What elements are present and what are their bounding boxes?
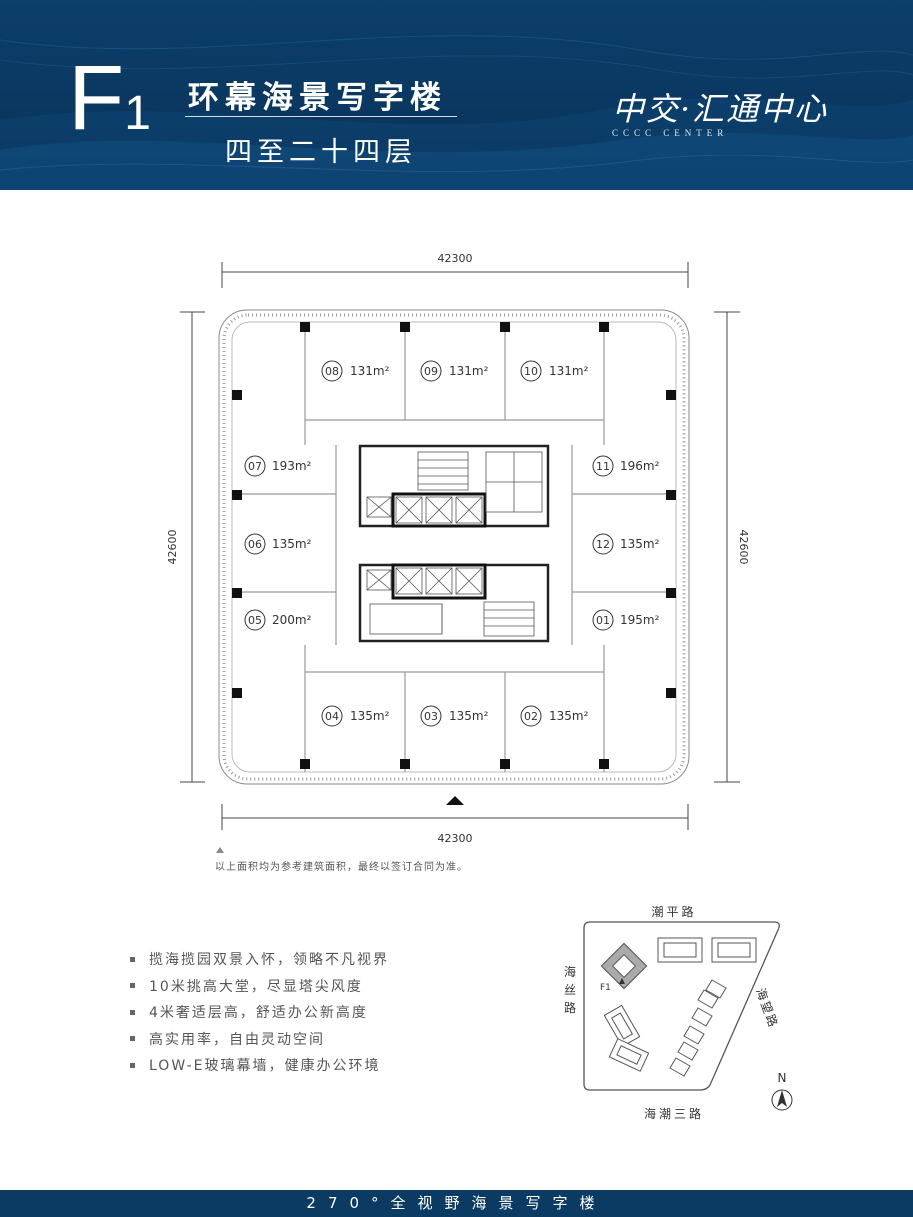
road-left-label: 海丝路 xyxy=(564,964,576,1015)
svg-text:196m²: 196m² xyxy=(620,459,660,473)
svg-text:135m²: 135m² xyxy=(272,537,312,551)
site-buildings xyxy=(600,937,757,1077)
title-divider xyxy=(185,116,457,117)
svg-text:07: 07 xyxy=(248,460,262,473)
svg-text:131m²: 131m² xyxy=(549,364,589,378)
feature-item: 高实用率，自由灵动空间 xyxy=(130,1026,389,1053)
inner-edge xyxy=(231,321,677,773)
feature-item: 揽海揽园双景入怀，领略不凡视界 xyxy=(130,946,389,973)
svg-text:131m²: 131m² xyxy=(350,364,390,378)
page-subtitle: 四至二十四层 xyxy=(225,137,417,168)
page-title: 环幕海景写字楼 xyxy=(188,80,447,116)
floor-code: F1 xyxy=(68,47,151,149)
entrance-arrow-icon xyxy=(446,796,464,805)
unit-08: 08 131m² xyxy=(321,360,390,382)
svg-text:200m²: 200m² xyxy=(272,613,312,627)
floor-plan: 42300 42300 42600 42600 xyxy=(166,252,750,853)
outer-wall xyxy=(218,309,690,785)
svg-text:135m²: 135m² xyxy=(549,709,589,723)
unit-09: 09 131m² xyxy=(420,360,489,382)
unit-05: 05 200m² xyxy=(244,609,312,631)
bullet-icon xyxy=(130,1009,135,1015)
unit-10: 10 131m² xyxy=(520,360,589,382)
brand-logo: 中交·汇通中心 xyxy=(612,90,829,128)
dim-top: 42300 xyxy=(438,252,473,265)
building-marker-icon xyxy=(619,978,625,984)
north-arrow-icon xyxy=(771,1089,793,1111)
header-banner: F1 环幕海景写字楼 四至二十四层 中交·汇通中心 CCCC CENTER xyxy=(0,0,913,190)
bullet-icon xyxy=(130,956,135,962)
bullet-icon xyxy=(130,1036,135,1042)
svg-text:10: 10 xyxy=(524,365,538,378)
brand-subtitle: CCCC CENTER xyxy=(612,128,729,138)
footer-banner: 270°全视野海景写字楼 xyxy=(0,1190,913,1217)
svg-text:131m²: 131m² xyxy=(449,364,489,378)
dimension-lines xyxy=(180,262,740,830)
site-map: 潮平路 海丝路 海潮三路 海望路 F1 N xyxy=(564,904,793,1121)
road-right-label: 海望路 xyxy=(753,986,781,1031)
unit-07: 07 193m² xyxy=(244,455,312,477)
structural-columns xyxy=(232,322,676,769)
svg-text:135m²: 135m² xyxy=(620,537,660,551)
svg-text:135m²: 135m² xyxy=(449,709,489,723)
area-disclaimer: 以上面积均为参考建筑面积，最终以签订合同为准。 xyxy=(215,862,468,873)
partition-walls xyxy=(232,322,676,772)
dim-right: 42600 xyxy=(737,530,750,565)
unit-04: 04 135m² xyxy=(321,705,390,727)
unit-03: 03 135m² xyxy=(420,705,489,727)
feature-item: LOW-E玻璃幕墙，健康办公环境 xyxy=(130,1052,389,1079)
building-f1-label: F1 xyxy=(600,983,611,993)
feature-list: 揽海揽园双景入怀，领略不凡视界 10米挑高大堂，尽显塔尖风度 4米奢适层高，舒适… xyxy=(130,946,389,1079)
svg-text:195m²: 195m² xyxy=(620,613,660,627)
svg-text:11: 11 xyxy=(596,460,610,473)
feature-item: 10米挑高大堂，尽显塔尖风度 xyxy=(130,973,389,1000)
building-core xyxy=(358,444,550,643)
bullet-icon xyxy=(130,1062,135,1068)
dim-left: 42600 xyxy=(166,530,179,565)
curtain-wall xyxy=(222,313,686,781)
unit-12: 12 135m² xyxy=(592,533,660,555)
note-triangle-icon xyxy=(216,847,224,853)
unit-02: 02 135m² xyxy=(520,705,589,727)
svg-text:03: 03 xyxy=(424,710,438,723)
svg-text:09: 09 xyxy=(424,365,438,378)
svg-text:12: 12 xyxy=(596,538,610,551)
north-label: N xyxy=(778,1071,787,1085)
svg-text:135m²: 135m² xyxy=(350,709,390,723)
svg-text:06: 06 xyxy=(248,538,262,551)
svg-text:02: 02 xyxy=(524,710,538,723)
bullet-icon xyxy=(130,983,135,989)
road-top-label: 潮平路 xyxy=(651,904,696,919)
svg-text:193m²: 193m² xyxy=(272,459,312,473)
feature-item: 4米奢适层高，舒适办公新高度 xyxy=(130,999,389,1026)
road-bottom-label: 海潮三路 xyxy=(644,1106,704,1121)
svg-text:04: 04 xyxy=(325,710,339,723)
unit-11: 11 196m² xyxy=(592,455,660,477)
svg-text:08: 08 xyxy=(325,365,339,378)
unit-06: 06 135m² xyxy=(244,533,312,555)
dim-bottom: 42300 xyxy=(438,832,473,845)
unit-01: 01 195m² xyxy=(592,609,660,631)
svg-text:01: 01 xyxy=(596,614,610,627)
wave-decoration xyxy=(0,35,913,190)
svg-text:05: 05 xyxy=(248,614,262,627)
